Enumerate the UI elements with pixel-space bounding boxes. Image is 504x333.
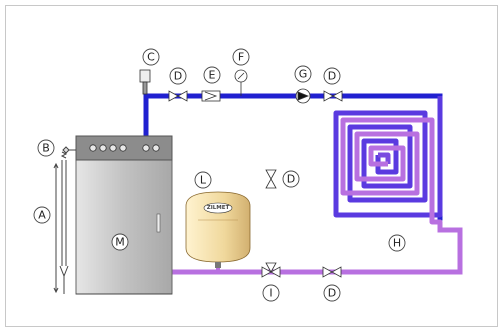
callout-d4-circle xyxy=(323,284,341,302)
circulator-pump xyxy=(295,88,311,104)
label-m: M xyxy=(115,236,125,249)
label-e: E xyxy=(209,69,216,82)
boiler-handle xyxy=(156,213,161,233)
label-a: A xyxy=(38,209,46,222)
check-valve xyxy=(201,90,221,102)
shutoff-valve-supply-2 xyxy=(323,90,343,102)
diagram-frame xyxy=(5,5,498,327)
label-d-riser: D xyxy=(287,173,295,186)
callout-g-circle xyxy=(294,65,312,83)
shutoff-valve-supply-1 xyxy=(168,90,188,102)
pressure-gauge xyxy=(234,69,248,96)
label-d-supply-1: D xyxy=(174,70,182,83)
shutoff-valve-return xyxy=(322,266,342,278)
callout-m-circle xyxy=(111,233,129,251)
drain-pipe xyxy=(53,160,69,294)
label-d-supply-2: D xyxy=(328,70,336,83)
callout-i-circle xyxy=(262,284,280,302)
label-d-return: D xyxy=(328,287,336,300)
callout-f-circle xyxy=(232,48,250,66)
label-l: L xyxy=(200,174,207,187)
tank-brand-label: ZILMET xyxy=(207,205,230,211)
boiler-gauges xyxy=(89,144,160,152)
label-f: F xyxy=(238,51,244,64)
callout-d1-circle xyxy=(169,67,187,85)
label-c: C xyxy=(147,51,155,64)
boiler xyxy=(75,135,173,295)
callouts xyxy=(33,48,406,302)
callout-a-circle xyxy=(33,206,51,224)
air-vent xyxy=(139,69,151,95)
label-b: B xyxy=(42,142,50,155)
callout-d3-circle xyxy=(282,170,300,188)
three-way-valve xyxy=(261,262,281,278)
callout-c-circle xyxy=(142,48,160,66)
callout-e-circle xyxy=(203,66,221,84)
label-i: I xyxy=(269,287,272,300)
expansion-vessel: ZILMET xyxy=(185,191,251,268)
callout-b-circle xyxy=(37,139,55,157)
shutoff-valve-riser xyxy=(265,169,277,189)
callout-text: A B C D E F G D D H I D L M xyxy=(38,51,401,300)
callout-d2-circle xyxy=(323,67,341,85)
callout-l-circle xyxy=(194,171,212,189)
callout-h-circle xyxy=(388,234,406,252)
safety-valve xyxy=(60,146,76,159)
label-g: G xyxy=(299,68,308,81)
label-h: H xyxy=(393,237,401,250)
floor-heating-loop xyxy=(333,96,443,230)
